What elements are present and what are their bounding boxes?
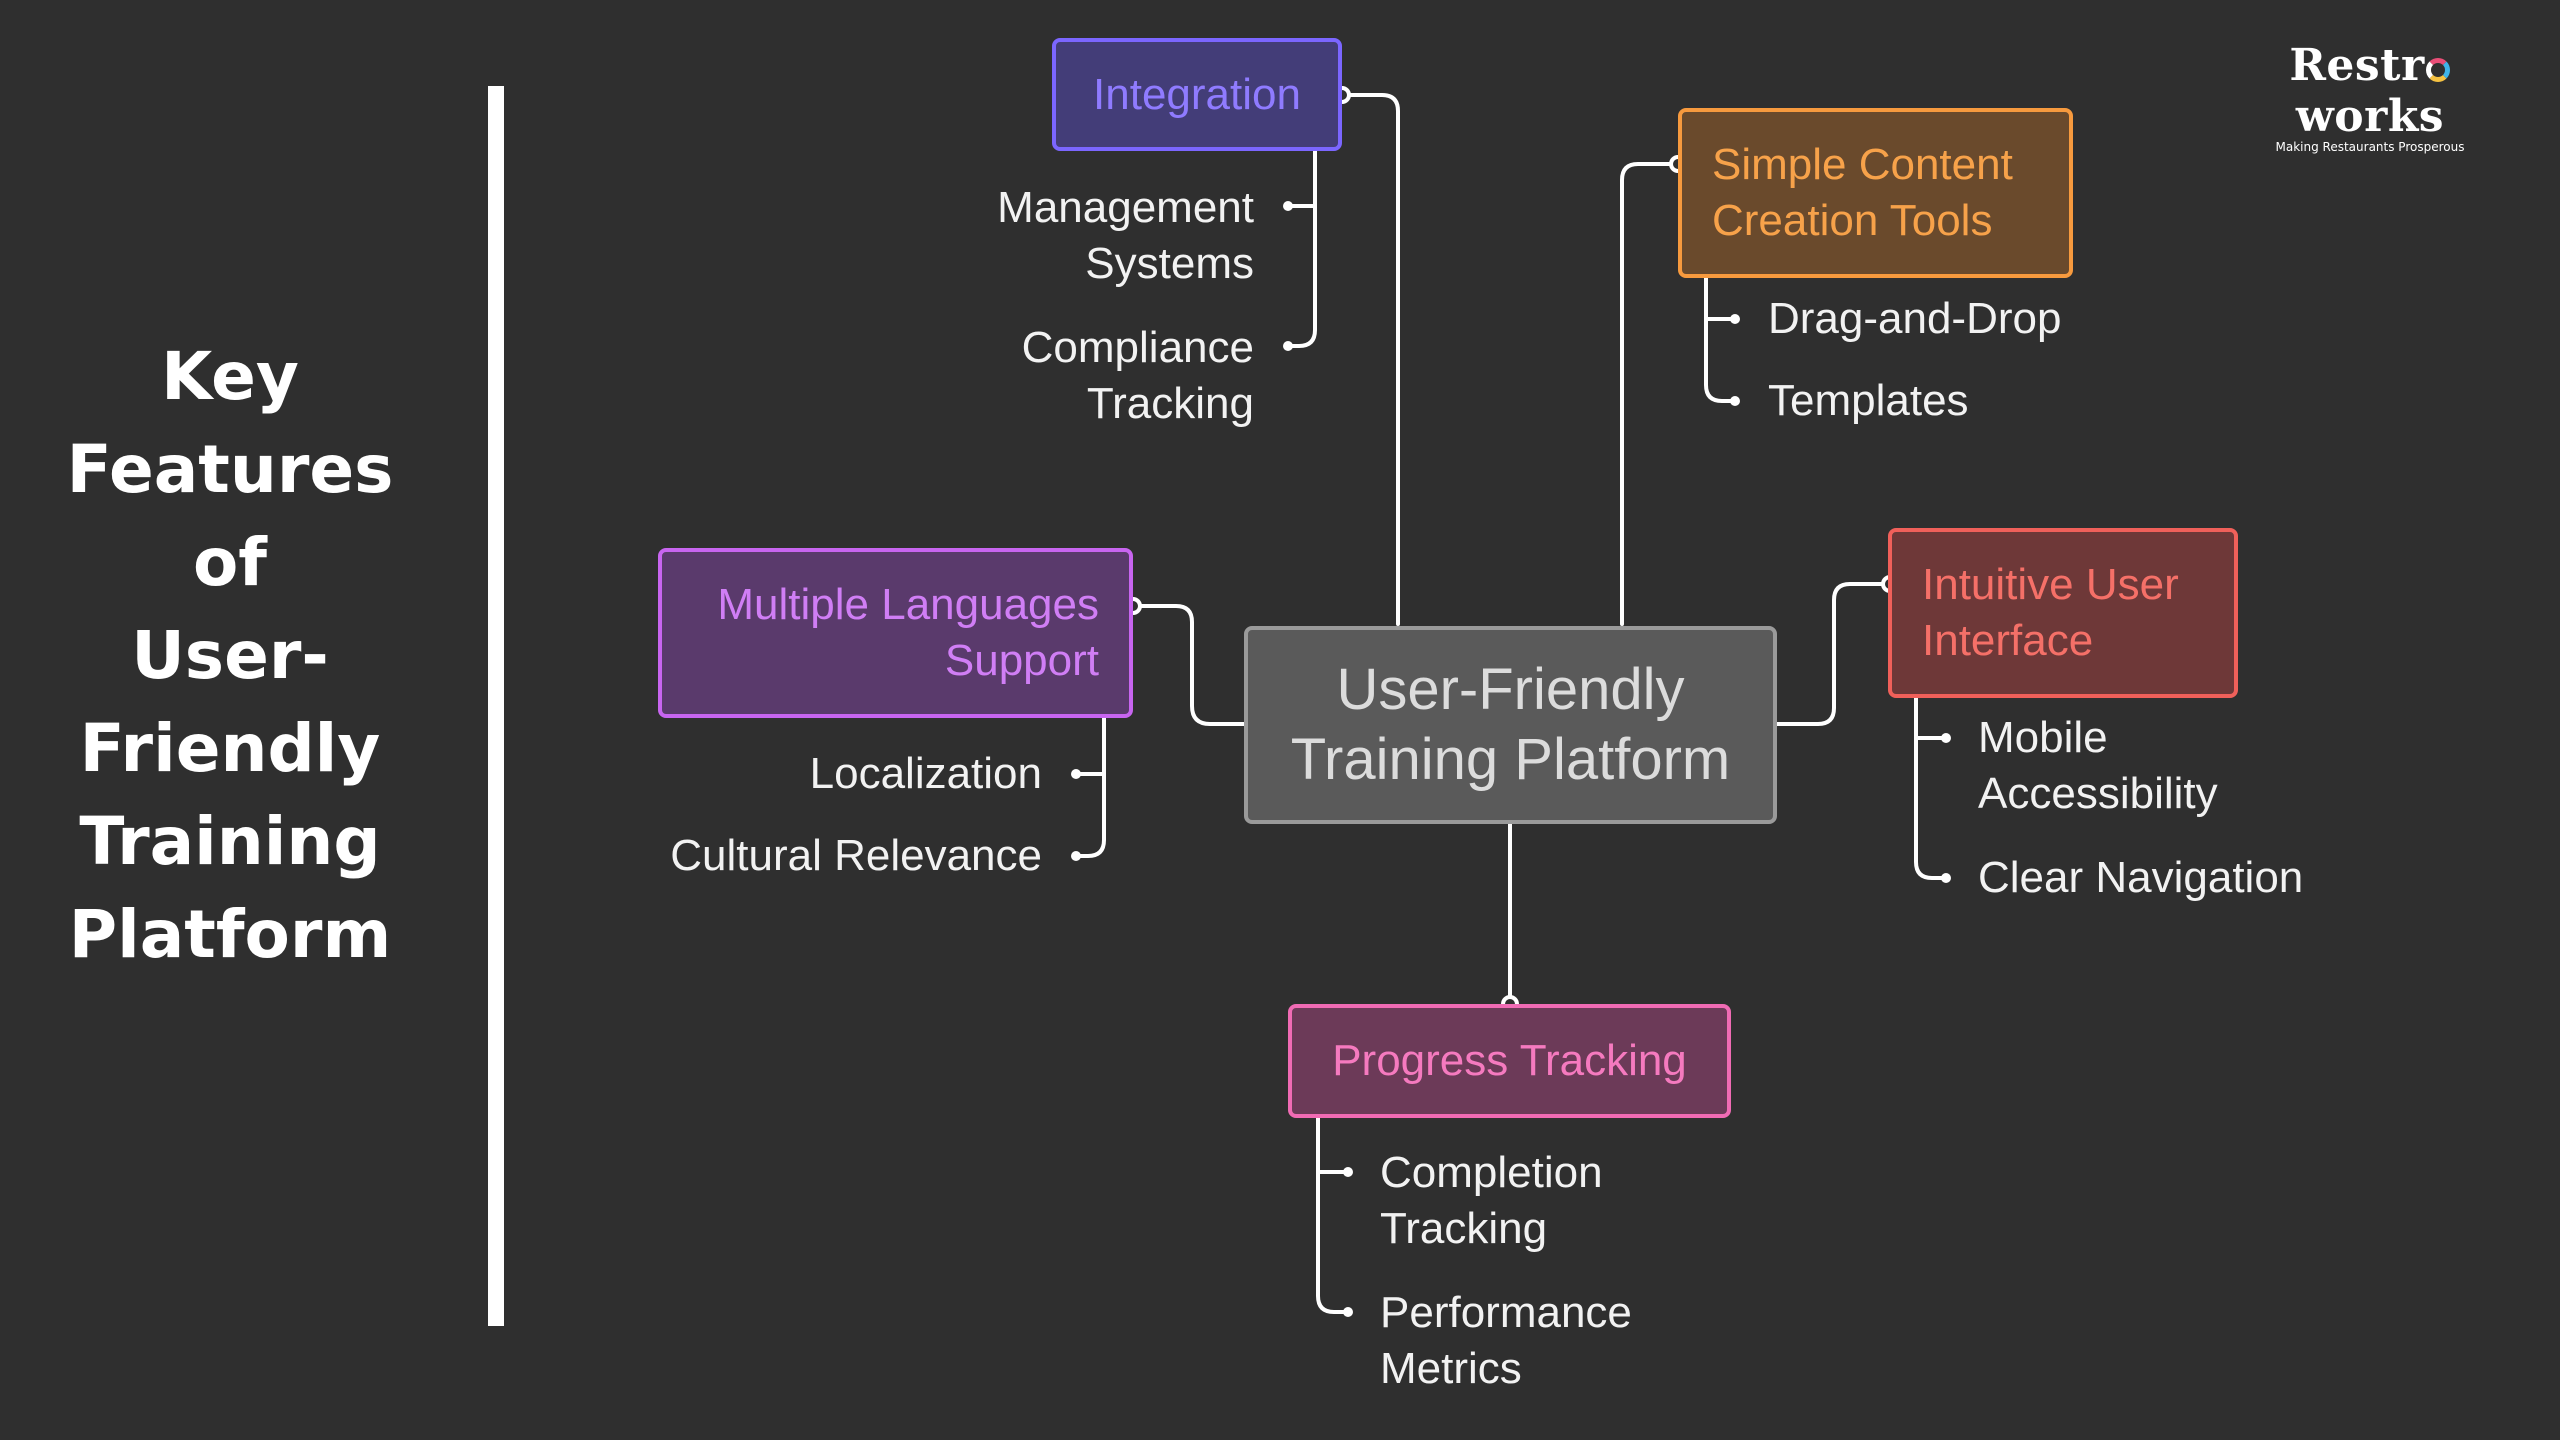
content-connector bbox=[1620, 162, 1680, 626]
node-label-line: Simple Content bbox=[1712, 140, 2013, 189]
brand-logo: Restrworks Making Restaurants Prosperous bbox=[2220, 40, 2520, 154]
central-topic-node: User-Friendly Training Platform bbox=[1244, 626, 1777, 824]
leaf-label-line: Mobile bbox=[1978, 713, 2108, 762]
bullet-dot bbox=[1941, 733, 1951, 743]
ui-connector bbox=[1775, 582, 1892, 726]
bullet-dot bbox=[1283, 341, 1293, 351]
node-label-line: Progress Tracking bbox=[1332, 1036, 1687, 1085]
node-label-line: Interface bbox=[1922, 616, 2094, 665]
content-item-bracket bbox=[1704, 276, 1737, 403]
languages-node: Multiple Languages Support bbox=[658, 548, 1133, 718]
integration-item-compliance-tracking: Compliance Tracking bbox=[1022, 320, 1254, 432]
bullet-dot bbox=[1343, 1167, 1353, 1177]
logo-wordmark: Restrworks bbox=[2220, 40, 2520, 142]
progress-item-performance-metrics: Performance Metrics bbox=[1380, 1285, 1632, 1397]
leaf-label-line: Clear Navigation bbox=[1978, 853, 2304, 902]
bullet-dot bbox=[1071, 769, 1081, 779]
title-line: of bbox=[192, 524, 268, 601]
leaf-label-line: Cultural Relevance bbox=[670, 831, 1042, 880]
integration-connector bbox=[1340, 93, 1400, 626]
content-item-templates: Templates bbox=[1768, 373, 1969, 429]
content-item-drag-and-drop: Drag-and-Drop bbox=[1768, 291, 2061, 347]
bullet-dot bbox=[1071, 851, 1081, 861]
progress-item-completion-tracking: Completion Tracking bbox=[1380, 1145, 1603, 1257]
languages-item-localization: Localization bbox=[810, 746, 1042, 802]
bullet-dot bbox=[1730, 314, 1740, 324]
node-label-line: Intuitive User bbox=[1922, 560, 2179, 609]
title-line: Features bbox=[66, 431, 394, 508]
leaf-label-line: Completion bbox=[1380, 1148, 1603, 1197]
bullet-dot bbox=[1283, 201, 1293, 211]
leaf-label-line: Accessibility bbox=[1978, 769, 2218, 818]
logo-ring-icon bbox=[2425, 58, 2450, 82]
node-label-line: Training Platform bbox=[1290, 727, 1731, 792]
leaf-label-line: Metrics bbox=[1380, 1344, 1522, 1393]
title-line: Training bbox=[79, 803, 381, 880]
title-line: Key bbox=[161, 338, 299, 415]
leaf-label-line: Localization bbox=[809, 749, 1042, 798]
integration-item-management-systems: Management Systems bbox=[997, 180, 1254, 292]
vertical-divider bbox=[488, 86, 504, 1326]
leaf-label-line: Performance bbox=[1380, 1288, 1632, 1337]
logo-text-start: Restr bbox=[2289, 40, 2425, 91]
content-tools-node: Simple Content Creation Tools bbox=[1678, 108, 2073, 278]
ui-item-mobile-accessibility: Mobile Accessibility bbox=[1978, 710, 2218, 822]
leaf-label-line: Systems bbox=[1085, 239, 1254, 288]
leaf-label-line: Templates bbox=[1768, 376, 1969, 425]
progress-tracking-node: Progress Tracking bbox=[1288, 1004, 1731, 1118]
languages-item-cultural-relevance: Cultural Relevance bbox=[670, 828, 1042, 884]
leaf-label-line: Compliance bbox=[1021, 323, 1254, 372]
user-interface-node: Intuitive User Interface bbox=[1888, 528, 2238, 698]
integration-item-bracket bbox=[1286, 148, 1317, 348]
bullet-dot bbox=[1730, 396, 1740, 406]
bullet-dot bbox=[1343, 1307, 1353, 1317]
leaf-label-line: Tracking bbox=[1086, 379, 1254, 428]
integration-node: Integration bbox=[1052, 38, 1342, 151]
node-label-line: Integration bbox=[1093, 69, 1301, 119]
logo-text-end: works bbox=[2295, 91, 2445, 142]
node-label-line: Multiple Languages bbox=[717, 580, 1099, 629]
leaf-label-line: Tracking bbox=[1380, 1204, 1548, 1253]
leaf-label-line: Management bbox=[997, 183, 1254, 232]
title-line: Platform bbox=[68, 896, 392, 973]
bullet-dot bbox=[1941, 873, 1951, 883]
logo-tagline: Making Restaurants Prosperous bbox=[2275, 140, 2465, 154]
title-line: User- bbox=[131, 617, 329, 694]
languages-connector bbox=[1131, 604, 1246, 726]
ui-item-bracket bbox=[1914, 696, 1948, 880]
ui-item-clear-navigation: Clear Navigation bbox=[1978, 850, 2303, 906]
progress-item-bracket bbox=[1316, 1116, 1350, 1314]
leaf-label-line: Drag-and-Drop bbox=[1768, 294, 2062, 343]
title-line: Friendly bbox=[79, 710, 381, 787]
node-label-line: User-Friendly bbox=[1336, 657, 1685, 722]
languages-item-bracket bbox=[1074, 716, 1106, 858]
node-label-line: Creation Tools bbox=[1712, 196, 1993, 245]
node-label-line: Support bbox=[944, 636, 1099, 685]
diagram-title: Key Features of User- Friendly Training … bbox=[40, 330, 420, 981]
